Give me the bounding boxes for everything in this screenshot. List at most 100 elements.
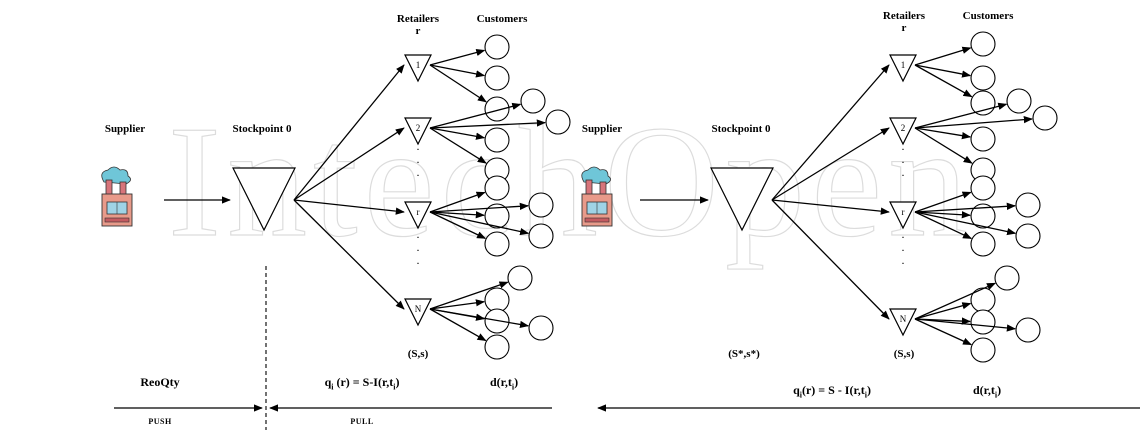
order-qty-q: q <box>324 375 332 389</box>
order-qty-sub2: i <box>393 382 396 392</box>
retailer-to-customer-arrow <box>429 64 486 78</box>
left-retailers-label: Retailers <box>396 13 440 25</box>
factory-base <box>104 217 130 223</box>
retailer-label: 1 <box>901 60 906 70</box>
right-retailers-r-label: r <box>901 22 907 34</box>
right-order-qty-label: qi(r) = S - I(r,ti) <box>793 384 871 401</box>
retailer-to-customer-arrow <box>914 115 1033 129</box>
customer-circle <box>970 126 996 152</box>
order-qty-sub2: i <box>864 390 867 400</box>
retailer-triangle <box>404 54 432 83</box>
retailer-triangle <box>404 298 432 327</box>
order-qty-close: ) <box>395 375 400 389</box>
demand-close: ) <box>514 375 519 389</box>
retailer-to-customer-arrow <box>914 318 1016 332</box>
right-demand-label: d(r,ti) <box>973 384 1001 401</box>
demand-sub: i <box>994 390 998 400</box>
customer-circle <box>528 223 554 249</box>
demand-close: ) <box>997 383 1002 397</box>
customer-circle <box>484 203 510 229</box>
customer-circle <box>507 265 533 291</box>
customer-circle <box>528 315 554 341</box>
retailer-to-customer-arrow <box>429 211 485 219</box>
right-supplier-label: Supplier <box>581 123 623 135</box>
customer-circle <box>970 337 996 363</box>
customer-circle <box>970 65 996 91</box>
stockpoint-to-retailer-arrow <box>293 64 405 201</box>
retailer-triangle <box>889 54 917 83</box>
ellipsis-dot: . <box>902 253 905 267</box>
left-stockpoint-label: Stockpoint 0 <box>232 123 292 135</box>
push-label: PUSH <box>148 417 172 426</box>
retailer-to-customer-arrow <box>914 211 971 219</box>
customer-circle <box>970 90 996 116</box>
customer-circle <box>994 265 1020 291</box>
customer-circle <box>484 334 510 360</box>
retailer-triangle <box>889 201 917 230</box>
customer-circle <box>484 127 510 153</box>
stockpoint-triangle <box>710 167 774 232</box>
retailer-to-customer-arrow <box>429 308 487 342</box>
customer-circle <box>484 231 510 257</box>
left-supplier-label: Supplier <box>104 123 146 135</box>
right-stock-policy-label: (S*,s*) <box>728 348 760 360</box>
right-customers-label: Customers <box>962 10 1014 22</box>
retailer-to-customer-arrow <box>429 281 509 310</box>
retailer-to-customer-arrow <box>429 202 529 213</box>
demand-d: d(r,t <box>489 375 512 389</box>
stockpoint-to-retailer-arrow <box>293 127 405 201</box>
retailer-to-customer-arrow <box>914 202 1016 213</box>
left-retailers-r-label: r <box>415 25 421 37</box>
stockpoint-to-retailer-arrow <box>293 199 405 310</box>
pull-label: PULL <box>350 417 374 426</box>
customer-circle <box>484 65 510 91</box>
order-qty-rest: (r) = S-I(r,t <box>333 375 394 389</box>
right-retailers-label: Retailers <box>882 10 926 22</box>
customer-circle <box>545 109 571 135</box>
left-demand-label: d(r,ti) <box>490 376 518 393</box>
retailer-to-customer-arrow <box>914 46 972 66</box>
retailer-to-customer-arrow <box>914 211 1017 236</box>
customer-circle <box>484 34 510 60</box>
left-order-qty-label: qi (r) = S-I(r,ti) <box>325 376 400 393</box>
customer-circle <box>484 175 510 201</box>
retailer-to-customer-arrow <box>429 48 486 66</box>
retailer-to-customer-arrow <box>429 102 522 129</box>
right-network: 12rN...... <box>581 31 1058 363</box>
retailer-to-customer-arrow <box>914 302 972 320</box>
left-customers-label: Customers <box>476 13 528 25</box>
order-qty-sub: i <box>799 390 802 400</box>
ellipsis-dot: . <box>902 139 905 153</box>
stockpoint-to-retailer-arrow <box>293 199 405 215</box>
retailer-to-customer-arrow <box>429 299 486 310</box>
left-reoqty-label: ReoQty <box>140 375 180 389</box>
customer-circle <box>484 96 510 122</box>
customer-circle <box>970 31 996 57</box>
retailer-triangle <box>889 117 917 146</box>
ellipsis-dot: . <box>902 152 905 166</box>
customer-circle <box>970 231 996 257</box>
retailer-to-customer-arrow <box>914 102 1008 129</box>
customer-circle <box>528 192 554 218</box>
ellipsis-dot: . <box>417 253 420 267</box>
order-qty-sub: i <box>331 382 334 392</box>
order-qty-rest: (r) = S - I(r,t <box>801 383 865 397</box>
retailer-to-customer-arrow <box>429 211 530 236</box>
retailer-triangle <box>889 308 917 337</box>
retailer-label: r <box>902 207 905 217</box>
retailer-to-customer-arrow <box>914 211 973 240</box>
ellipsis-dot: . <box>417 165 420 179</box>
retailer-triangle <box>404 201 432 230</box>
customer-circle <box>1032 105 1058 131</box>
customer-circle <box>970 309 996 335</box>
order-qty-close: ) <box>866 383 871 397</box>
retailer-label: N <box>900 314 907 324</box>
flow-axis <box>114 266 1140 430</box>
retailer-to-customer-arrow <box>429 211 487 239</box>
retailer-label: N <box>415 304 422 314</box>
retailer-to-customer-arrow <box>914 127 973 164</box>
retailer-to-customer-arrow <box>914 317 971 325</box>
retailer-to-customer-arrow <box>914 127 972 140</box>
